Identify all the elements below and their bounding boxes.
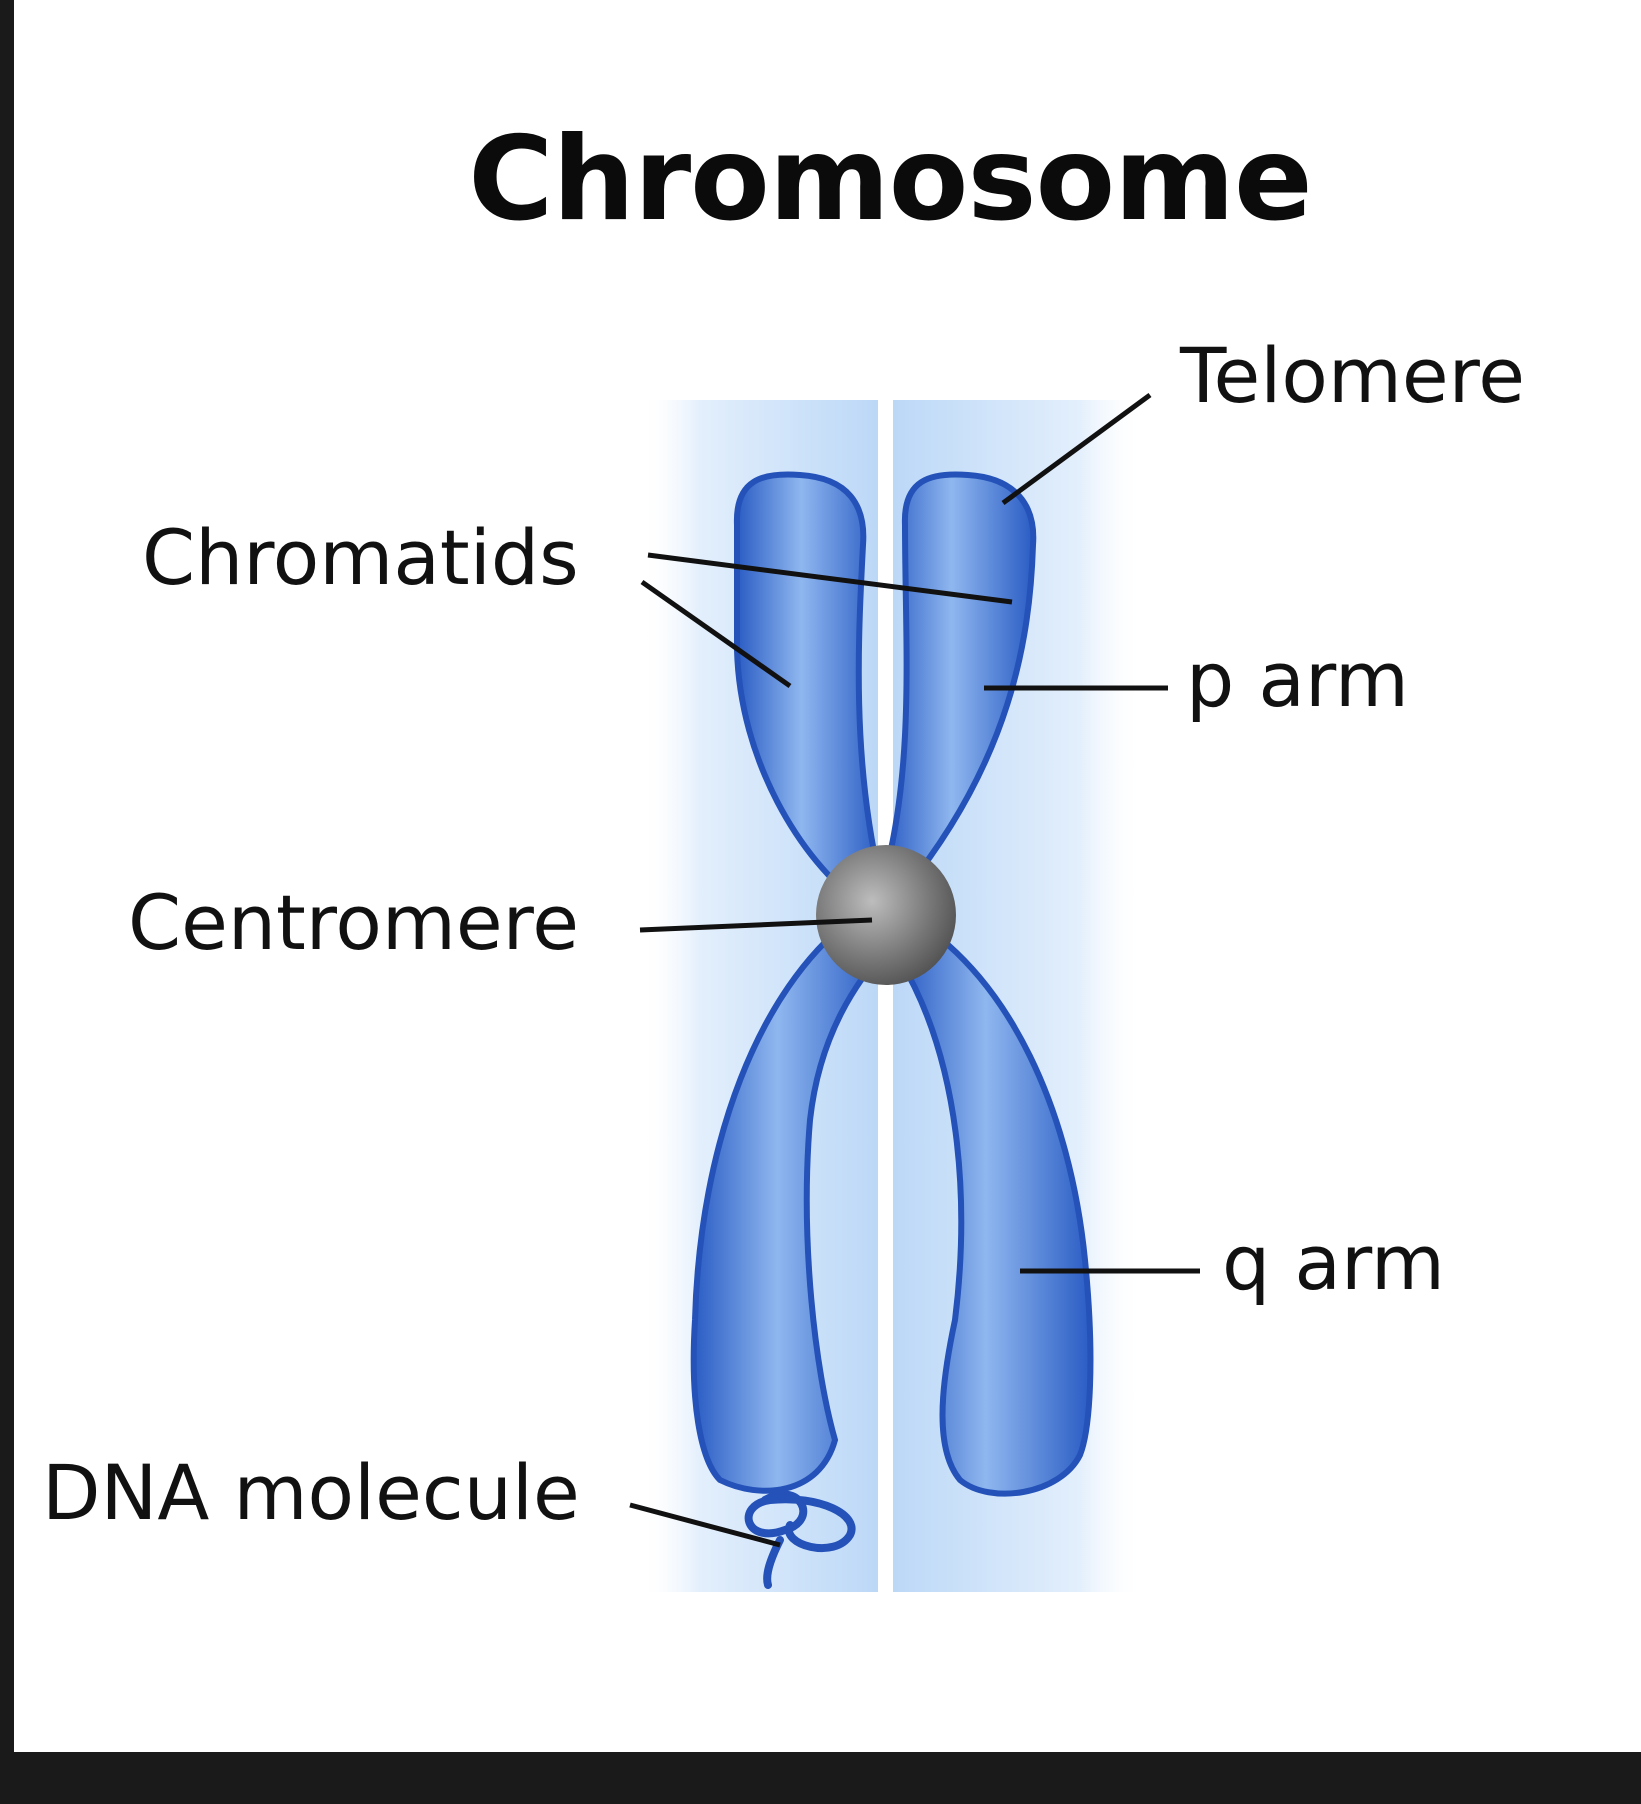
diagram-title: Chromosome	[0, 112, 1641, 247]
label-telomere: Telomere	[1180, 338, 1525, 414]
label-dna-molecule: DNA molecule	[42, 1455, 580, 1531]
centromere-shape	[816, 845, 956, 985]
label-q-arm: q arm	[1222, 1225, 1445, 1301]
label-centromere: Centromere	[128, 885, 579, 961]
label-chromatids: Chromatids	[142, 520, 579, 596]
label-p-arm: p arm	[1186, 642, 1409, 718]
bottom-bar	[0, 1752, 1641, 1804]
